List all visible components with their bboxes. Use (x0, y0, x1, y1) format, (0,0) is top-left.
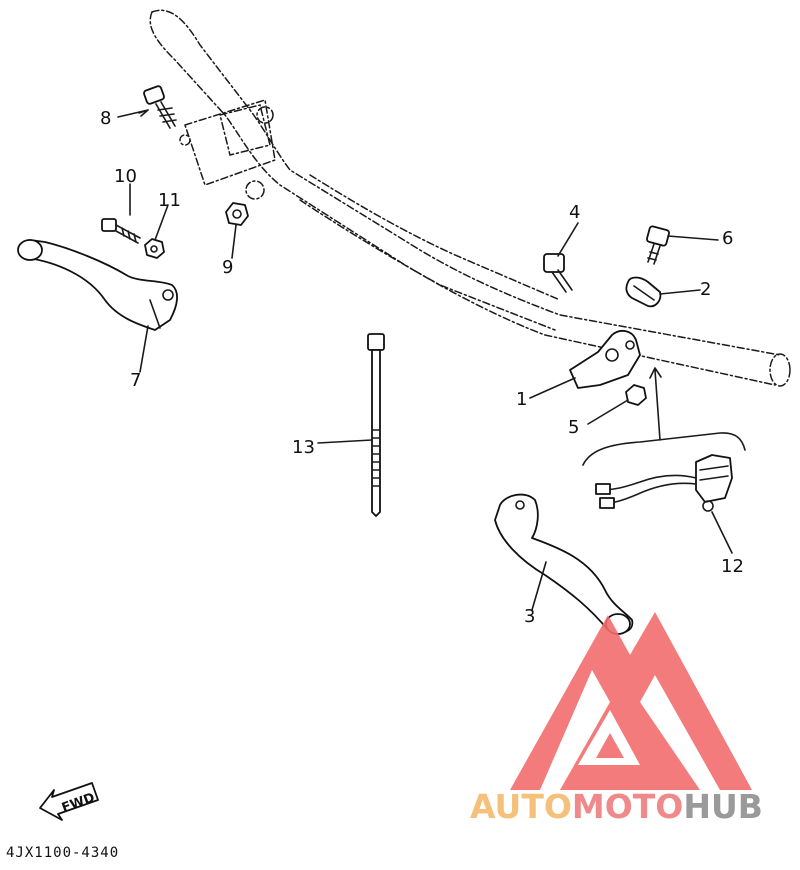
handlebar (149, 9, 791, 387)
callout-6: 6 (722, 228, 733, 249)
watermark-auto: AUTO (470, 787, 572, 826)
part-6-bolt (646, 225, 670, 265)
part-3-lever (494, 493, 634, 635)
part-4-bolt (543, 253, 573, 293)
callout-3: 3 (524, 606, 535, 627)
watermark-moto: MOTO (572, 787, 683, 826)
callout-12: 12 (721, 556, 744, 577)
callout-10: 10 (114, 166, 137, 187)
callout-numbers: 1 2 3 4 5 6 7 8 9 10 11 12 13 (100, 108, 744, 627)
callout-4: 4 (569, 202, 580, 223)
part-11-nut (144, 238, 165, 259)
part-1-bracket (569, 329, 641, 389)
part-5-nut (625, 384, 647, 406)
svg-text:AUTOMOTOHUB: AUTOMOTOHUB (470, 787, 763, 826)
callout-13: 13 (292, 437, 315, 458)
part-10-bolt (101, 218, 141, 244)
callout-7: 7 (130, 370, 141, 391)
watermark-text: AUTOMOTOHUB (470, 787, 763, 826)
part-9-nut (225, 202, 249, 226)
fwd-arrow: FWD (39, 782, 99, 821)
switch-inset-bracket (582, 367, 746, 466)
leader-lines (117, 109, 733, 611)
callout-8: 8 (100, 108, 111, 129)
diagram-part-code: 4JX1100-4340 (6, 845, 119, 861)
callout-5: 5 (568, 417, 579, 438)
callout-11: 11 (158, 190, 181, 211)
fwd-arrow-icon (39, 782, 99, 821)
callout-9: 9 (222, 257, 233, 278)
part-13-cable-tie (367, 333, 385, 517)
part-7-lever (17, 239, 178, 331)
watermark-logo (510, 612, 752, 790)
callout-1: 1 (516, 389, 527, 410)
part-12-switch (595, 454, 733, 512)
part-2-clamp (625, 276, 662, 308)
callout-2: 2 (700, 279, 711, 300)
logo-mark-icon (510, 612, 752, 790)
watermark-hub: HUB (683, 787, 763, 826)
part-8-bolt (143, 85, 177, 129)
